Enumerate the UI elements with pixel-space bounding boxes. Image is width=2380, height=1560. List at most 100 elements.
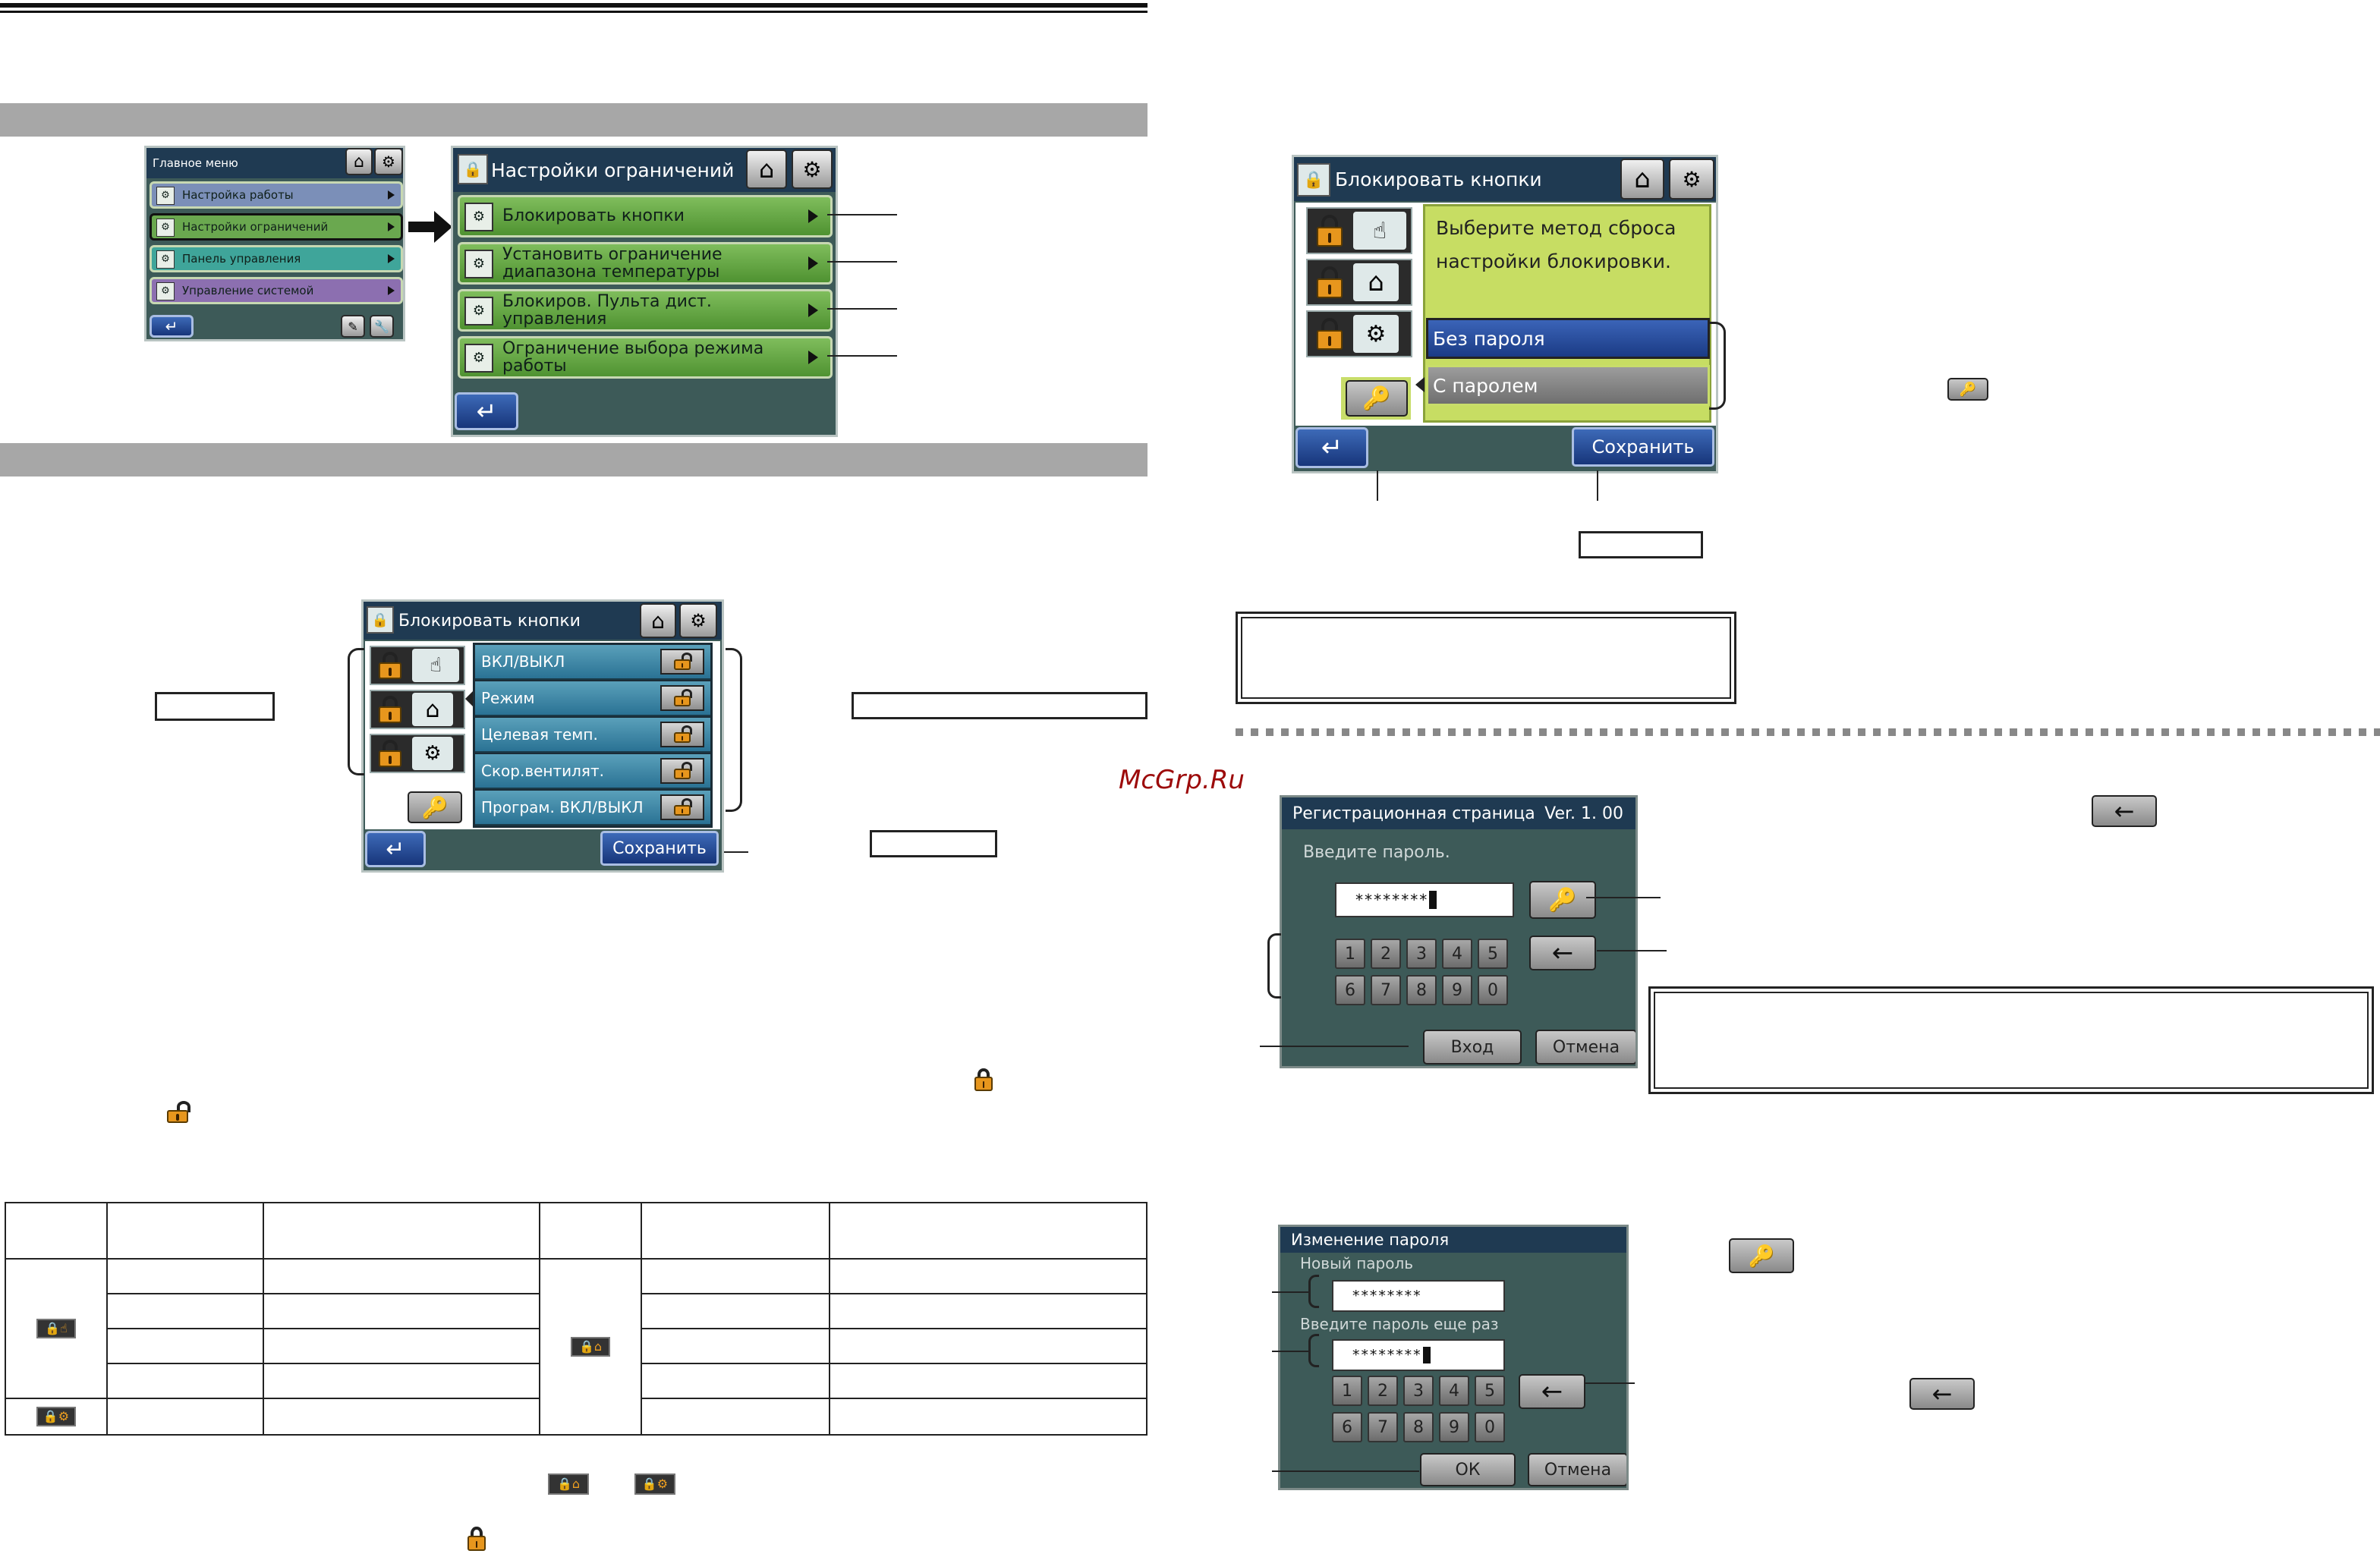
callout-line-3 — [827, 308, 897, 310]
home-icon: ⌂ — [758, 155, 775, 184]
lock-control-row[interactable]: Режим — [475, 681, 710, 716]
lock-control-row[interactable]: Програм. ВКЛ/ВЫКЛ — [475, 791, 710, 826]
unlock-toggle-button[interactable] — [660, 794, 704, 820]
password-key-button[interactable]: 🔑 — [1346, 380, 1408, 417]
user-settings-button-reset[interactable]: ⚙ — [1669, 159, 1714, 200]
main-menu-item[interactable]: ⚙Управление системой — [150, 277, 403, 304]
keypad-digit-button[interactable]: 4 — [1439, 1376, 1469, 1406]
lock-icon — [379, 652, 401, 679]
unlock-toggle-button[interactable] — [660, 649, 704, 675]
unlock-toggle-button[interactable] — [660, 722, 704, 747]
lock-buttons-screen: Блокировать кнопки 🔒 ⌂ ⚙ ☝ ⌂ ⚙ 🔑 ВКЛ/ВЫК… — [361, 599, 724, 873]
cancel-label: Отмена — [1544, 1460, 1612, 1480]
user-settings-icon: ⚙ — [1682, 166, 1702, 192]
filter-button[interactable]: ✎ — [341, 315, 365, 338]
keypad-digit-button[interactable]: 1 — [1335, 939, 1365, 969]
backspace-button-cp[interactable]: ← — [1519, 1374, 1585, 1409]
key-callout-line — [1377, 470, 1378, 501]
top-rule-thin — [0, 11, 1148, 13]
keypad-digit-button[interactable]: 5 — [1478, 939, 1508, 969]
new-password-input[interactable]: ******** — [1332, 1280, 1505, 1312]
keypad-digit-button[interactable]: 4 — [1442, 939, 1472, 969]
note-box-2 — [1648, 986, 2374, 1094]
back-button-reset[interactable]: ↵ — [1295, 427, 1368, 468]
keypad-digit-button[interactable]: 0 — [1475, 1412, 1505, 1442]
user-settings-icon: ⚙ — [690, 610, 707, 631]
restrictions-title: Настройки ограничений — [491, 159, 735, 181]
option-with-password-label: С паролем — [1433, 374, 1538, 397]
keypad-digit-button[interactable]: 7 — [1368, 1412, 1398, 1442]
cancel-button-login[interactable]: Отмена — [1535, 1030, 1635, 1065]
option-no-password[interactable]: Без пароля — [1426, 318, 1710, 359]
lock-category-settings[interactable]: ⚙ — [370, 734, 465, 773]
repeat-password-input[interactable]: ******** — [1332, 1339, 1505, 1371]
lock-control-row[interactable]: ВКЛ/ВЫКЛ — [475, 645, 710, 680]
keypad-digit-button[interactable]: 9 — [1442, 975, 1472, 1005]
save-label: Сохранить — [612, 838, 707, 858]
ok-button[interactable]: ОК — [1420, 1453, 1516, 1486]
lock-control-row[interactable]: Целевая темп. — [475, 718, 710, 753]
callout-line-2 — [827, 261, 897, 263]
open-lock-icon — [674, 798, 692, 816]
menu-item-icon: ⚙ — [464, 344, 493, 373]
keypad-digit-button[interactable]: 3 — [1406, 939, 1437, 969]
keypad-digit-button[interactable]: 6 — [1335, 975, 1365, 1005]
keypad-digit-button[interactable]: 5 — [1475, 1376, 1505, 1406]
main-menu-item[interactable]: ⚙Настройка работы — [150, 181, 403, 209]
keypad-digit-button[interactable]: 2 — [1371, 939, 1401, 969]
table-icon-settings: 🔒⚙ — [5, 1398, 108, 1436]
save-button-reset[interactable]: Сохранить — [1572, 427, 1714, 467]
lock-control-row[interactable]: Скор.вентилят. — [475, 754, 710, 789]
keypad-digit-button[interactable]: 8 — [1403, 1412, 1434, 1442]
keypad-digit-button[interactable]: 0 — [1478, 975, 1508, 1005]
callout-backspace-cp — [1585, 1382, 1635, 1384]
user-settings-button-lock[interactable]: ⚙ — [679, 603, 717, 638]
password-key-button[interactable]: 🔑 — [1529, 881, 1596, 919]
keypad-digit-button[interactable]: 7 — [1371, 975, 1401, 1005]
login-button[interactable]: Вход — [1423, 1030, 1522, 1065]
table-icon-onoff: 🔒☝ — [5, 1258, 108, 1399]
back-button[interactable]: ↵ — [150, 315, 194, 338]
keypad-digit-button[interactable]: 8 — [1406, 975, 1437, 1005]
keypad-digit-button[interactable]: 2 — [1368, 1376, 1398, 1406]
back-button-lock[interactable]: ↵ — [365, 831, 426, 867]
home-button-restrictions[interactable]: ⌂ — [746, 149, 787, 189]
lock-category-onoff[interactable]: ☝ — [370, 646, 465, 685]
save-label-box — [1579, 531, 1703, 558]
user-settings-button-restrictions[interactable]: ⚙ — [792, 149, 833, 189]
keypad-digit-button[interactable]: 6 — [1332, 1412, 1362, 1442]
selection-pointer — [465, 691, 473, 706]
backspace-arrow-icon: ← — [1931, 1379, 1953, 1408]
keypad-digit-button[interactable]: 1 — [1332, 1376, 1362, 1406]
password-value: ******** — [1355, 891, 1428, 909]
lock-control-label: Режим — [481, 689, 535, 707]
main-menu-item-label: Настройка работы — [182, 188, 294, 202]
backspace-button[interactable]: ← — [1529, 936, 1596, 970]
restrictions-menu-item[interactable]: ⚙Установить ограничение диапазона темпер… — [458, 242, 833, 285]
cancel-button-cp[interactable]: Отмена — [1528, 1453, 1626, 1486]
main-menu-item[interactable]: ⚙Панель управления — [150, 245, 403, 272]
main-menu-item[interactable]: ⚙Настройки ограничений — [150, 213, 403, 241]
settings-user-button[interactable]: ⚙ — [374, 148, 403, 175]
unlock-toggle-button[interactable] — [660, 758, 704, 784]
option-pointer — [1415, 377, 1425, 392]
password-input[interactable]: ******** — [1335, 882, 1514, 917]
home-button-lock[interactable]: ⌂ — [640, 603, 676, 638]
keypad-digit-button[interactable]: 3 — [1403, 1376, 1434, 1406]
restrictions-menu-item[interactable]: ⚙Блокиров. Пульта дист. управления — [458, 289, 833, 332]
restrictions-menu-item[interactable]: ⚙Блокировать кнопки — [458, 195, 833, 237]
maintenance-button[interactable]: 🔧 — [370, 315, 394, 338]
password-key-button[interactable]: 🔑 — [408, 791, 462, 823]
home-button-reset[interactable]: ⌂ — [1620, 159, 1664, 200]
lock-category-home[interactable]: ⌂ — [370, 690, 465, 729]
user-settings-icon: ⚙ — [412, 737, 453, 770]
save-button-lock[interactable]: Сохранить — [600, 831, 719, 866]
keypad-digit-button[interactable]: 9 — [1439, 1412, 1469, 1442]
unlock-toggle-button[interactable] — [660, 685, 704, 711]
back-button-restrictions[interactable]: ↵ — [455, 392, 518, 430]
key-icon: 🔑 — [1548, 886, 1577, 914]
home-button[interactable]: ⌂ — [345, 148, 373, 175]
restrictions-menu-item[interactable]: ⚙Ограничение выбора режима работы — [458, 336, 833, 379]
option-with-password[interactable]: С паролем — [1426, 365, 1710, 406]
